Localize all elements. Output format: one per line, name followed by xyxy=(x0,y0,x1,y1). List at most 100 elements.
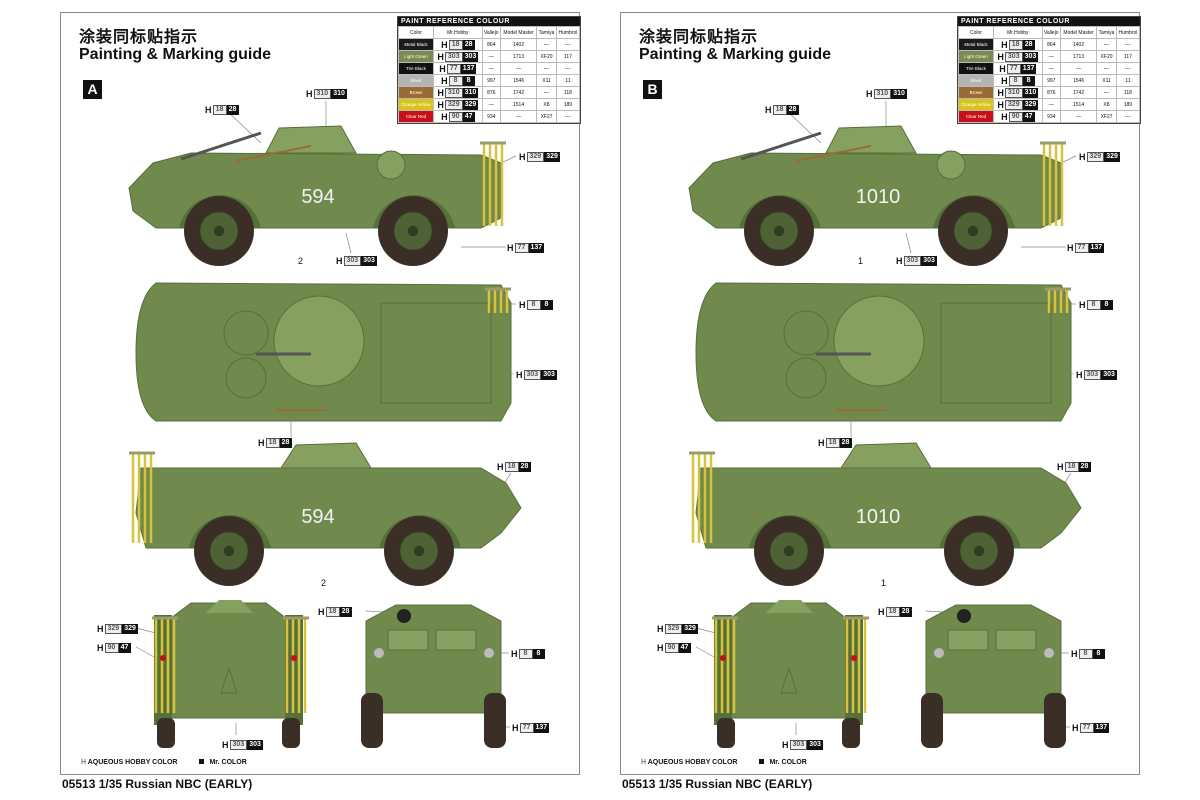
model_master-cell: 1514 xyxy=(1059,98,1098,111)
side-view-left xyxy=(128,125,506,266)
tamiya-cell: — xyxy=(536,38,557,51)
aqueous-prefix: H xyxy=(1079,152,1086,162)
title-english: Painting & Marking guide xyxy=(79,46,272,63)
aqueous-code: 18 xyxy=(825,438,840,448)
aqueous-code: 18 xyxy=(265,438,280,448)
aqueous-prefix: H xyxy=(306,89,313,99)
mr-color-code: 137 xyxy=(528,243,545,253)
model_master-cell: — xyxy=(1059,110,1098,123)
mr-color-code: 28 xyxy=(839,438,852,448)
table-header-cell: Vallejo xyxy=(1041,26,1061,39)
aqueous-code: 303 xyxy=(229,740,248,750)
color-swatch-cell: Light Green xyxy=(398,50,434,63)
aqueous-prefix: H xyxy=(657,624,664,634)
legend-mr: Mr. COLOR xyxy=(199,759,247,766)
aqueous-prefix: H xyxy=(1001,75,1008,86)
wheel xyxy=(744,196,814,266)
aqueous-code: 303 xyxy=(444,51,463,62)
aqueous-code: 18 xyxy=(885,607,900,617)
aqueous-icon: H xyxy=(81,759,87,766)
wheel xyxy=(378,196,448,266)
vallejo-cell: — xyxy=(481,50,501,63)
scheme-letter-badge: B xyxy=(643,80,662,99)
model_master-cell: 1742 xyxy=(499,86,538,99)
model_master-cell: — xyxy=(499,62,538,75)
aqueous-code: 90 xyxy=(448,111,463,122)
aqueous-code: 90 xyxy=(1008,111,1023,122)
aqueous-code: 77 xyxy=(446,63,461,74)
vallejo-cell: — xyxy=(1041,50,1061,63)
vallejo-cell: — xyxy=(1041,98,1061,111)
aqueous-prefix: H xyxy=(441,39,448,50)
vallejo-cell: — xyxy=(1041,62,1061,75)
humbrol-cell: 189 xyxy=(555,98,581,111)
table-header-cell: Vallejo xyxy=(481,26,501,39)
mr-color-code: 47 xyxy=(118,643,131,653)
tamiya-cell: X8 xyxy=(536,98,557,111)
aqueous-prefix: H xyxy=(97,643,104,653)
aqueous-prefix: H xyxy=(437,99,444,110)
vallejo-cell: 997 xyxy=(481,74,501,87)
aqueous-code: 310 xyxy=(444,87,463,98)
mr-color-code: 303 xyxy=(361,256,377,266)
tamiya-cell: — xyxy=(536,86,557,99)
aqueous-code: 303 xyxy=(1004,51,1023,62)
mr-color-code: 310 xyxy=(462,87,479,98)
table-header-cell: Mr.Hobby xyxy=(433,26,483,39)
decal-number-marker: 1 xyxy=(881,578,887,588)
color-swatch-cell: Metal Black xyxy=(398,38,434,51)
tamiya-cell: — xyxy=(1096,62,1117,75)
tamiya-cell: X8 xyxy=(1096,98,1117,111)
aqueous-prefix: H xyxy=(657,643,664,653)
aqueous-code: 329 xyxy=(526,152,545,162)
mr-color-code: 329 xyxy=(682,624,698,634)
humbrol-cell: — xyxy=(1115,38,1141,51)
table-header-cell: Model Master xyxy=(1059,26,1098,39)
aqueous-code: 303 xyxy=(1083,370,1102,380)
aqueous-code: 329 xyxy=(104,624,123,634)
wheel xyxy=(754,516,824,586)
aqueous-prefix: H xyxy=(437,87,444,98)
mr-color-code: 137 xyxy=(1088,243,1105,253)
color-swatch-cell: Silver xyxy=(398,74,434,87)
model_master-cell: 1402 xyxy=(1059,38,1098,51)
model_master-cell: 1514 xyxy=(499,98,538,111)
humbrol-cell: — xyxy=(555,62,581,75)
humbrol-cell: 189 xyxy=(1115,98,1141,111)
color-swatch-cell: Silver xyxy=(958,74,994,87)
aqueous-prefix: H xyxy=(896,256,903,266)
legend-aqueous: H AQUEOUS HOBBY COLOR xyxy=(641,759,737,766)
mr-color-square-icon xyxy=(759,759,765,764)
aqueous-prefix: H xyxy=(497,462,504,472)
vallejo-cell: 934 xyxy=(1041,110,1061,123)
tamiya-cell: XF27 xyxy=(536,110,557,123)
color-swatch-cell: Light Green xyxy=(958,50,994,63)
aqueous-prefix: H xyxy=(997,87,1004,98)
mr-color-code: 8 xyxy=(462,75,475,86)
rear-view xyxy=(712,600,869,748)
mr-color-code: 8 xyxy=(540,300,553,310)
table-header-cell: Humbrol xyxy=(1115,26,1141,39)
front-view xyxy=(361,604,506,748)
model_master-cell: 1713 xyxy=(1059,50,1098,63)
aqueous-code: 90 xyxy=(664,643,679,653)
mr-color-code: 28 xyxy=(1078,462,1091,472)
humbrol-cell: — xyxy=(555,38,581,51)
model_master-cell: — xyxy=(1059,62,1098,75)
paint-table-title: PAINT REFERENCE COLOUR xyxy=(398,17,580,26)
tamiya-cell: XF20 xyxy=(1096,50,1117,63)
